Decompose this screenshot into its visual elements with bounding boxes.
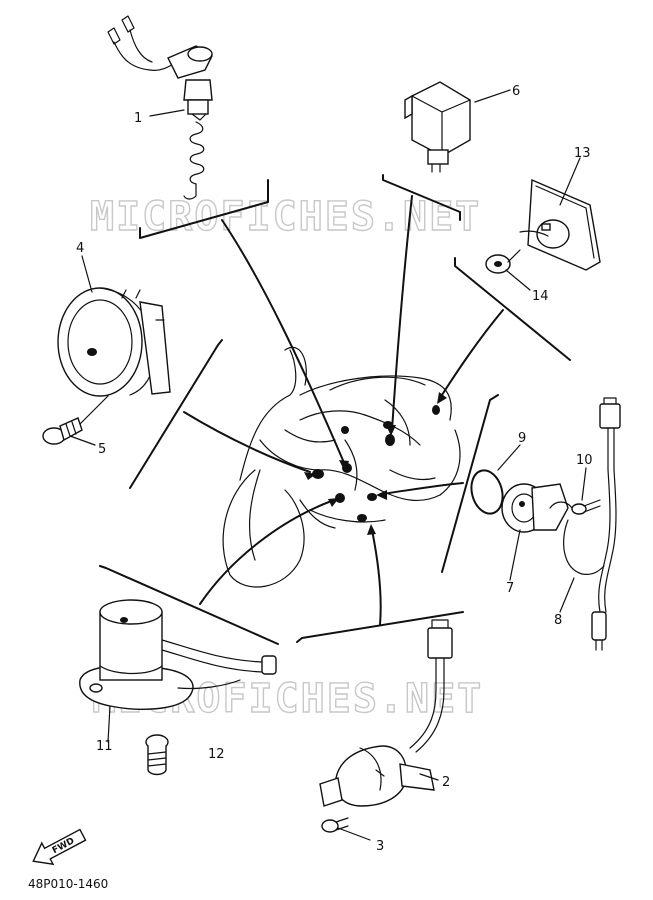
callout-13: 13 (574, 146, 591, 161)
part-7-sensor (501, 483, 573, 533)
part-9-oring (470, 469, 504, 515)
part-1-switch (107, 15, 213, 200)
part-12-bolt (145, 734, 169, 776)
forward-arrow-icon: FWD (32, 828, 87, 866)
callout-9: 9 (518, 431, 526, 446)
motorcycle-outline (222, 346, 461, 588)
part-4-horn (57, 287, 171, 397)
callout-4: 4 (76, 241, 84, 256)
part-13-lamp (519, 178, 601, 271)
part-11-solenoid (79, 599, 277, 710)
callout-1: 1 (134, 111, 142, 126)
assembly-leaders (99, 174, 571, 645)
callout-8: 8 (554, 613, 562, 628)
part-6-relay (404, 81, 471, 173)
callout-7: 7 (506, 581, 514, 596)
callout-labels: 1 2 3 4 5 6 7 8 9 10 11 12 13 14 (76, 84, 593, 854)
part-3-screw (321, 817, 349, 833)
callout-10: 10 (576, 453, 593, 468)
callout-5: 5 (98, 442, 106, 457)
callout-14: 14 (532, 289, 549, 304)
part-10-screw (571, 499, 601, 515)
part-14-nut (485, 249, 521, 274)
part-2-switch (319, 619, 453, 807)
callout-leaders (69, 89, 587, 841)
callout-12: 12 (208, 747, 225, 762)
callout-3: 3 (376, 839, 384, 854)
diagram-code: 48P010-1460 (28, 877, 108, 891)
watermark-top: MICROFICHES.NET (90, 194, 481, 240)
callout-11: 11 (96, 739, 113, 754)
part-8-harness (563, 397, 621, 651)
callout-6: 6 (512, 84, 520, 99)
callout-2: 2 (442, 775, 450, 790)
part-5-bolt (42, 395, 109, 445)
